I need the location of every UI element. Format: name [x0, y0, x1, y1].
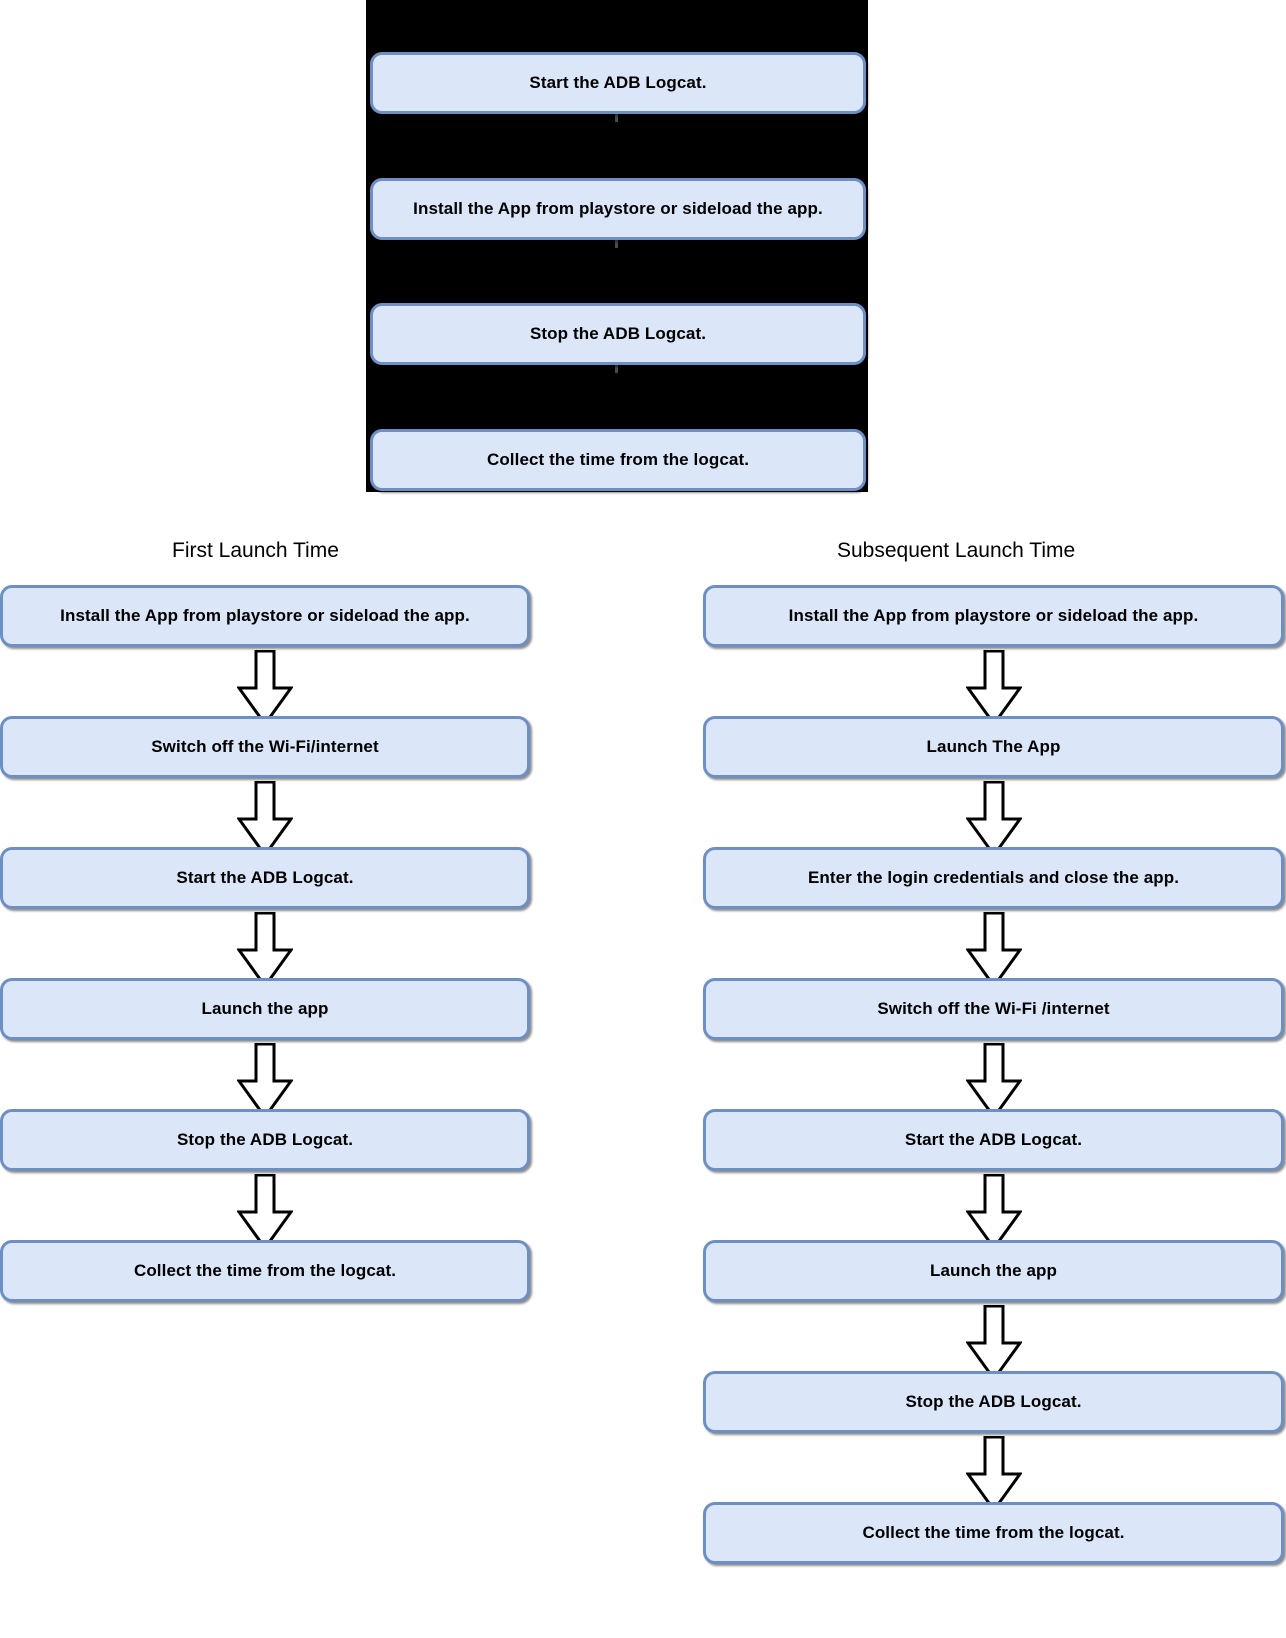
down-arrow-icon	[965, 1174, 1022, 1250]
flow-step-box[interactable]: Stop the ADB Logcat.	[370, 303, 866, 365]
column-title-first-launch-time: First Launch Time	[172, 539, 339, 562]
down-arrow-icon	[965, 912, 1022, 988]
flow-step-box[interactable]: Switch off the Wi-Fi /internet	[703, 978, 1284, 1040]
flow-step-box[interactable]: Launch the app	[0, 978, 530, 1040]
top-flow-panel: Start the ADB Logcat. Install the App fr…	[366, 0, 868, 492]
flow-step-box[interactable]: Start the ADB Logcat.	[703, 1109, 1284, 1171]
flow-step-box[interactable]: Start the ADB Logcat.	[0, 847, 530, 909]
flow-step-box[interactable]: Enter the login credentials and close th…	[703, 847, 1284, 909]
down-arrow-icon	[965, 1043, 1022, 1119]
down-arrow-icon	[237, 1043, 293, 1119]
flow-step-box[interactable]: Launch The App	[703, 716, 1284, 778]
flow-step-box[interactable]: Install the App from playstore or sidelo…	[370, 178, 866, 240]
column-title-subsequent-launch-time: Subsequent Launch Time	[837, 539, 1076, 562]
flow-step-box[interactable]: Switch off the Wi-Fi/internet	[0, 716, 530, 778]
down-arrow-icon	[237, 1174, 293, 1250]
flow-step-box[interactable]: Stop the ADB Logcat.	[0, 1109, 530, 1171]
flow-step-box[interactable]: Collect the time from the logcat.	[703, 1502, 1284, 1564]
connector-nub	[615, 365, 618, 373]
flow-step-box[interactable]: Launch the app	[703, 1240, 1284, 1302]
down-arrow-icon	[965, 650, 1022, 726]
flow-step-box[interactable]: Start the ADB Logcat.	[370, 52, 866, 114]
down-arrow-icon	[965, 1436, 1022, 1512]
down-arrow-icon	[965, 1305, 1022, 1381]
down-arrow-icon	[965, 781, 1022, 857]
connector-nub	[615, 240, 618, 248]
flow-step-box[interactable]: Stop the ADB Logcat.	[703, 1371, 1284, 1433]
flow-step-box[interactable]: Collect the time from the logcat.	[370, 429, 866, 491]
down-arrow-icon	[237, 781, 293, 857]
down-arrow-icon	[237, 650, 293, 726]
connector-nub	[615, 114, 618, 122]
down-arrow-icon	[237, 912, 293, 988]
flow-step-box[interactable]: Install the App from playstore or sidelo…	[0, 585, 530, 647]
flow-step-box[interactable]: Collect the time from the logcat.	[0, 1240, 530, 1302]
flow-step-box[interactable]: Install the App from playstore or sidelo…	[703, 585, 1284, 647]
